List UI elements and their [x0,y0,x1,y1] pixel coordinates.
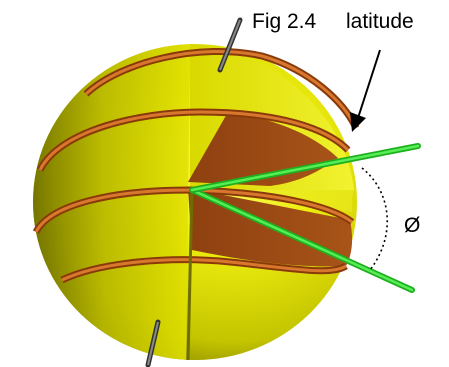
axis-rod-top-shine [219,19,241,71]
upper-latitude-ring-highlight [84,49,358,129]
meridian-cut-edge [186,189,194,361]
arrow-line [357,49,381,119]
radius-rays [189,143,421,293]
latitude-arrow [350,49,381,132]
angle-arc [361,167,388,271]
latitude-label: latitude [346,10,414,33]
polar-axis [145,17,243,367]
equator-ray-shine [190,188,414,292]
latitude-ray-shine [190,144,420,192]
sphere-left-shade [33,44,190,360]
arrow-head [350,112,366,132]
middle-latitude-ring-highlight [38,110,350,171]
figure-caption: Fig 2.4 [252,10,317,33]
angle-label: Ø [404,214,420,237]
axis-rod-bottom-shine [147,321,159,366]
bottom-latitude-ring-highlight [61,258,347,282]
